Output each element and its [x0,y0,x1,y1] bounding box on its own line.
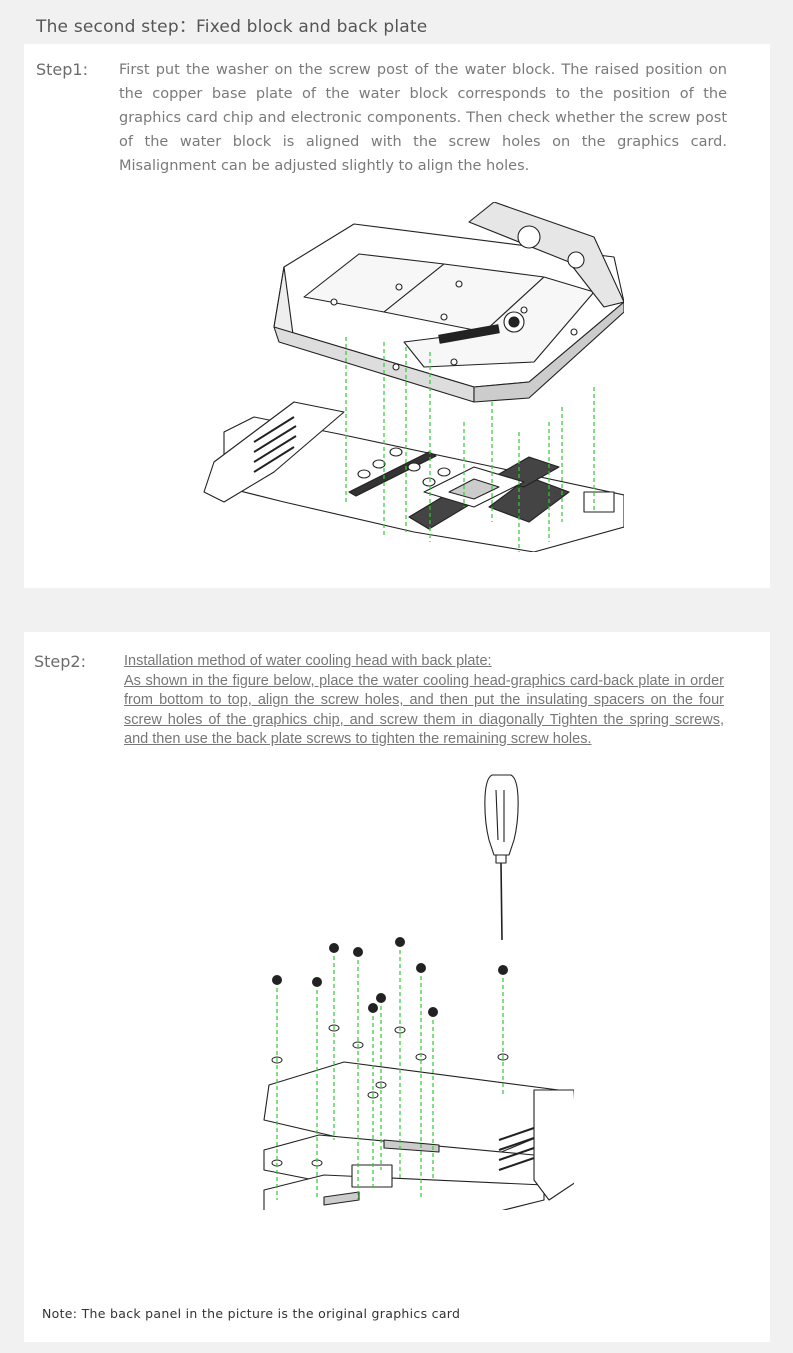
water-block-assembly-illustration [203,202,624,552]
screwdriver-icon [484,774,519,941]
note-text: Note: The back panel in the picture is t… [42,1306,461,1321]
page-title: The second step：Fixed block and back pla… [36,17,428,37]
step2-label: Step2: [34,652,86,671]
step1-instructions: First put the washer on the screw post o… [119,62,727,174]
step1-label: Step1: [36,60,88,79]
step2-instructions: Installation method of water cooling hea… [124,652,724,750]
step1-panel: Step1: First put the washer on the screw… [24,44,770,588]
step2-body: As shown in the figure below, place the … [124,672,724,748]
back-plate-assembly-illustration [263,774,574,1210]
step2-heading: Installation method of water cooling hea… [124,653,492,669]
step2-panel: Step2: Installation method of water cool… [24,632,770,1342]
